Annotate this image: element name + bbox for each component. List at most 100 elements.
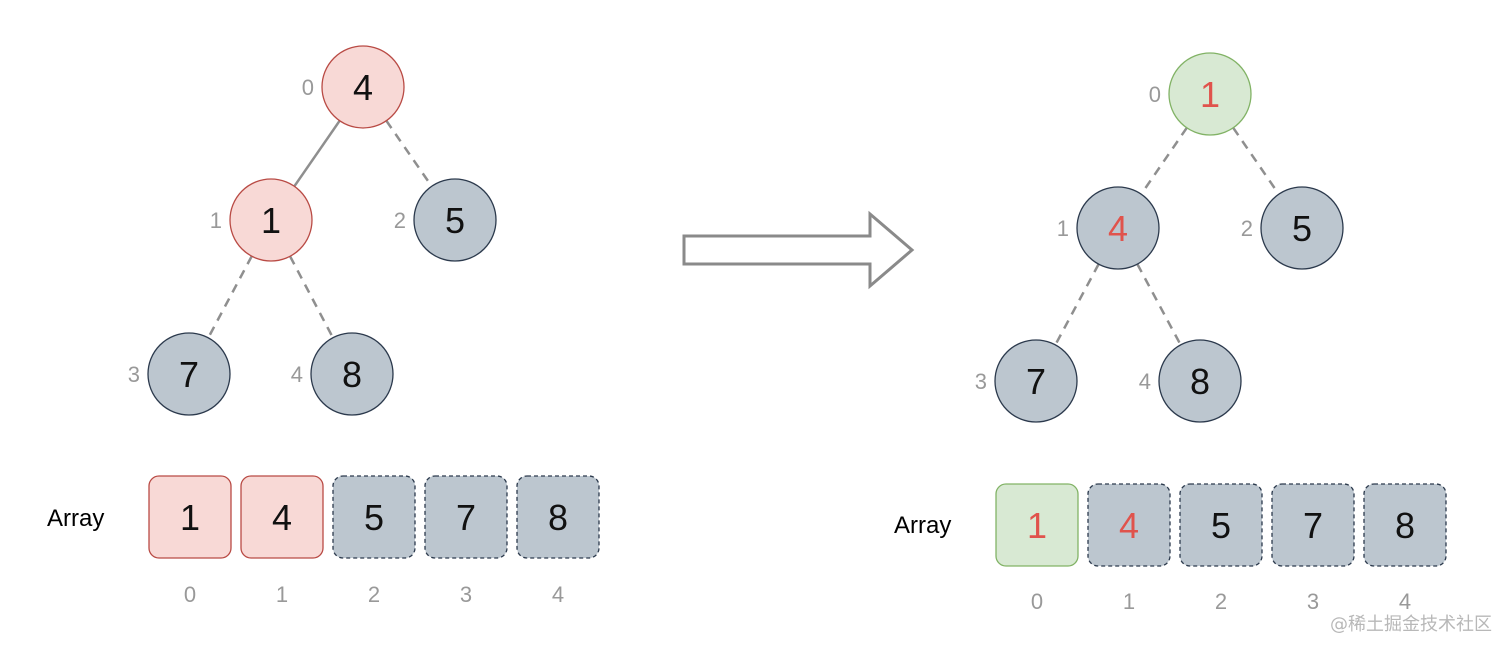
left-array-cell-2: 52 <box>332 475 416 607</box>
right-edge-0-2 <box>1232 127 1280 195</box>
right-edge-0-1 <box>1140 127 1188 195</box>
right-tree-node-3: 73 <box>975 339 1078 423</box>
right-array-cell-index-3: 3 <box>1307 589 1319 614</box>
right-array-cell-box-2 <box>1179 483 1263 567</box>
left-tree-node-circle-2 <box>413 178 497 262</box>
right-tree-node-4: 84 <box>1139 339 1242 423</box>
right-tree-node-circle-0 <box>1168 52 1252 136</box>
left-tree-node-circle-3 <box>147 332 231 416</box>
right-tree-node-circle-4 <box>1158 339 1242 423</box>
left-array-cell-index-0: 0 <box>184 582 196 607</box>
left-tree-node-index-0: 0 <box>302 75 314 100</box>
right-arrow-icon <box>682 210 915 290</box>
left-array-cell-value-0: 1 <box>180 497 200 538</box>
left-array-cell-box-1 <box>240 475 324 559</box>
right-tree-node-circle-3 <box>994 339 1078 423</box>
right-tree-node-value-0: 1 <box>1200 74 1220 115</box>
left-tree-node-1: 11 <box>210 178 313 262</box>
right-edge-1-4 <box>1136 263 1182 346</box>
left-tree-node-value-1: 1 <box>261 200 281 241</box>
left-tree-node-value-2: 5 <box>445 200 465 241</box>
transition-arrow <box>682 210 915 290</box>
right-array-cell-value-0: 1 <box>1027 505 1047 546</box>
left-array-cell-index-3: 3 <box>460 582 472 607</box>
right-tree-node-2: 52 <box>1241 186 1344 270</box>
left-tree-node-value-0: 4 <box>353 67 373 108</box>
right-array-cell-box-4 <box>1363 483 1447 567</box>
right-array-cell-value-2: 5 <box>1211 505 1231 546</box>
left-array-cell-box-2 <box>332 475 416 559</box>
right-array-cell-value-4: 8 <box>1395 505 1415 546</box>
left-tree-edges <box>207 120 433 339</box>
left-array-cell-0: 10 <box>148 475 232 607</box>
right-array-cell-0: 10 <box>995 483 1079 614</box>
right-array-cell-box-1 <box>1087 483 1171 567</box>
right-tree-node-value-1: 4 <box>1108 208 1128 249</box>
left-tree-node-0: 40 <box>302 45 405 129</box>
right-array-cell-box-0 <box>995 483 1079 567</box>
left-tree-node-4: 84 <box>291 332 394 416</box>
left-array-cell-value-4: 8 <box>548 497 568 538</box>
right-array-cell-value-1: 4 <box>1119 505 1139 546</box>
left-array-cell-value-3: 7 <box>456 497 476 538</box>
left-tree-node-index-3: 3 <box>128 362 140 387</box>
left-array-cell-1: 41 <box>240 475 324 607</box>
right-array-cell-index-2: 2 <box>1215 589 1227 614</box>
right-array-cell-box-3 <box>1271 483 1355 567</box>
left-array-cell-box-3 <box>424 475 508 559</box>
right-tree-node-value-2: 5 <box>1292 208 1312 249</box>
right-array-cell-index-1: 1 <box>1123 589 1135 614</box>
right-tree-node-circle-2 <box>1260 186 1344 270</box>
right-edge-1-3 <box>1054 263 1100 346</box>
left-tree-node-index-1: 1 <box>210 208 222 233</box>
right-tree-node-value-3: 7 <box>1026 361 1046 402</box>
right-tree-node-value-4: 8 <box>1190 361 1210 402</box>
left-tree-node-circle-0 <box>321 45 405 129</box>
left-array-cell-value-1: 4 <box>272 497 292 538</box>
right-array-cell-value-3: 7 <box>1303 505 1323 546</box>
left-tree-node-2: 52 <box>394 178 497 262</box>
right-array-cell-3: 73 <box>1271 483 1355 614</box>
left-array-cell-index-2: 2 <box>368 582 380 607</box>
left-array-cell-index-1: 1 <box>276 582 288 607</box>
right-tree-node-1: 41 <box>1057 186 1160 270</box>
left-edge-1-4 <box>288 255 335 339</box>
left-array-cell-box-4 <box>516 475 600 559</box>
left-tree-node-value-4: 8 <box>342 354 362 395</box>
right-tree-node-index-3: 3 <box>975 369 987 394</box>
right-array-cell-4: 84 <box>1363 483 1447 614</box>
right-tree-node-circle-1 <box>1076 186 1160 270</box>
left-tree-node-index-4: 4 <box>291 362 303 387</box>
left-array-cell-index-4: 4 <box>552 582 564 607</box>
right-array-label: Array <box>894 512 951 539</box>
right-tree-node-0: 10 <box>1149 52 1252 136</box>
left-array-label: Array <box>47 505 104 532</box>
left-edge-0-1 <box>293 120 341 187</box>
watermark: @稀土掘金技术社区 <box>1330 614 1492 635</box>
left-edge-0-2 <box>385 120 433 187</box>
left-tree-node-circle-4 <box>310 332 394 416</box>
right-array-cell-index-4: 4 <box>1399 589 1411 614</box>
left-tree-node-circle-1 <box>229 178 313 262</box>
left-edge-1-3 <box>207 255 253 339</box>
left-tree-node-value-3: 7 <box>179 354 199 395</box>
right-tree-node-index-2: 2 <box>1241 216 1253 241</box>
right-tree-node-index-4: 4 <box>1139 369 1151 394</box>
left-tree-node-3: 73 <box>128 332 231 416</box>
left-tree-node-index-2: 2 <box>394 208 406 233</box>
right-tree-node-index-1: 1 <box>1057 216 1069 241</box>
right-array-cell-index-0: 0 <box>1031 589 1043 614</box>
right-tree-edges <box>1054 127 1280 346</box>
left-array-cell-value-2: 5 <box>364 497 384 538</box>
